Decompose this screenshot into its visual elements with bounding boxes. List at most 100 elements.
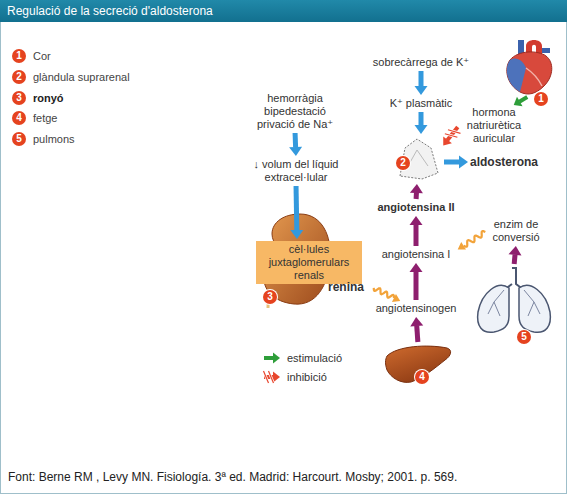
flow-arrow	[410, 184, 423, 199]
arrow-head	[410, 317, 423, 326]
flow-arrow	[410, 263, 423, 300]
flow-arrow	[415, 112, 428, 134]
adrenal-gland-illustration: 2	[392, 136, 442, 182]
legend-sample	[264, 371, 281, 383]
term-text: aldosterona	[470, 155, 550, 169]
arrow-head	[392, 294, 400, 302]
flow-term: aldosterona	[470, 155, 550, 169]
inhibition-mark	[269, 371, 274, 383]
connector-shaft	[512, 254, 518, 264]
flow-arrow	[443, 127, 460, 145]
arrow-head	[410, 263, 423, 272]
callout-number: 3	[263, 290, 277, 304]
part-name: fetge	[33, 112, 57, 124]
inhibition-mark-gap	[264, 371, 269, 383]
term-text: hormona natriurètica auricular	[459, 106, 529, 145]
inhibition-mark-gap	[445, 134, 458, 138]
callout-number: 4	[415, 370, 429, 384]
term-text: angiotensinogen	[366, 302, 466, 315]
flow-arrow	[410, 216, 423, 246]
organ-drawing	[502, 38, 556, 96]
organ-drawing	[472, 266, 556, 338]
flow-arrow	[458, 231, 486, 250]
arrow-head	[458, 242, 466, 250]
callout-number: 2	[396, 156, 410, 170]
flow-term: hemorràgia bipedestació privació de Na⁺	[251, 92, 339, 131]
callout-number: 5	[12, 132, 26, 146]
connector-shaft	[464, 231, 486, 247]
arrow-head	[273, 353, 280, 364]
connector-shaft	[293, 133, 299, 148]
arrow-head	[459, 156, 468, 169]
inhibition-mark-gap	[269, 371, 274, 383]
illustration-part	[478, 285, 509, 332]
connector-shaft	[264, 356, 274, 360]
connector-shaft	[414, 272, 419, 301]
callout-number: 5	[517, 330, 531, 344]
connector-shaft	[414, 192, 419, 199]
flow-term: renina	[328, 280, 372, 294]
arrow-head	[514, 97, 523, 106]
flow-term: sobrecàrrega de K⁺	[366, 56, 476, 69]
illustration-part	[526, 68, 542, 86]
flow-arrow	[410, 317, 423, 342]
liver-illustration: 4	[383, 344, 453, 386]
connector-shaft	[264, 375, 274, 379]
illustration-part	[488, 290, 540, 316]
title-text: Regulació de la secreció d'aldosterona	[7, 4, 213, 18]
flow-term: angiotensinogen	[366, 302, 466, 315]
arrow-head	[415, 125, 428, 134]
legend-text: inhibició	[287, 371, 327, 383]
part-name: glàndula suprarenal	[33, 71, 130, 83]
term-text: angiotensina II	[366, 201, 466, 214]
flow-term: enzim de conversió	[487, 218, 545, 244]
heart-illustration: 1	[502, 38, 556, 96]
legend-sample	[264, 353, 280, 364]
flow-arrow	[514, 97, 528, 106]
callout-number: 4	[12, 111, 26, 125]
flow-term: ↓ volum del líquid extracel·lular	[240, 158, 352, 184]
arrow-head	[415, 86, 428, 95]
connector-shaft	[419, 112, 424, 126]
connector-shaft	[414, 225, 419, 247]
flow-arrow	[509, 246, 522, 264]
term-text: angiotensina I	[376, 248, 456, 261]
part-name: pulmons	[33, 133, 75, 145]
term-text: ↓ volum del líquid extracel·lular	[240, 158, 352, 184]
callout-number: 1	[534, 92, 548, 106]
callout-number: 1	[12, 49, 26, 63]
inhibition-mark	[264, 371, 269, 383]
flow-arrow	[374, 288, 400, 302]
inhibition-mark	[445, 134, 458, 138]
term-text: renina	[328, 280, 372, 294]
cell-name: cèl·lules juxtaglomerulars renals	[256, 243, 362, 282]
flow-term: hormona natriurètica auricular	[459, 106, 529, 145]
arrow-head	[410, 184, 423, 193]
arrow-head	[509, 246, 522, 256]
connector-shaft	[374, 288, 394, 298]
connector-shaft	[519, 97, 527, 102]
kidney-illustration: 3cèl·lules juxtaglomerulars renals	[256, 210, 334, 308]
term-text: K⁺ plasmàtic	[381, 97, 461, 110]
legend-text: estimulació	[287, 352, 342, 364]
arrow-head	[410, 216, 423, 225]
callout-number: 3	[12, 91, 26, 105]
callout-number: 2	[12, 70, 26, 84]
connector-shaft	[447, 127, 457, 140]
inhibition-mark-gap	[448, 130, 461, 134]
arrow-head	[273, 372, 280, 383]
illustration-part	[542, 48, 550, 53]
flow-arrow	[444, 156, 468, 169]
flow-arrow	[289, 133, 302, 156]
illustration-part	[519, 285, 550, 332]
illustration-part	[507, 58, 526, 92]
connector-shaft	[419, 71, 424, 87]
flow-term: angiotensina I	[376, 248, 456, 261]
term-text: sobrecàrrega de K⁺	[366, 56, 476, 69]
illustration-part	[507, 52, 552, 94]
flow-arrow	[415, 71, 428, 95]
illustration-part	[408, 150, 428, 166]
source-caption: Font: Berne RM , Levy MN. Fisiología. 3ª…	[8, 470, 560, 484]
flow-term: angiotensina II	[366, 201, 466, 214]
